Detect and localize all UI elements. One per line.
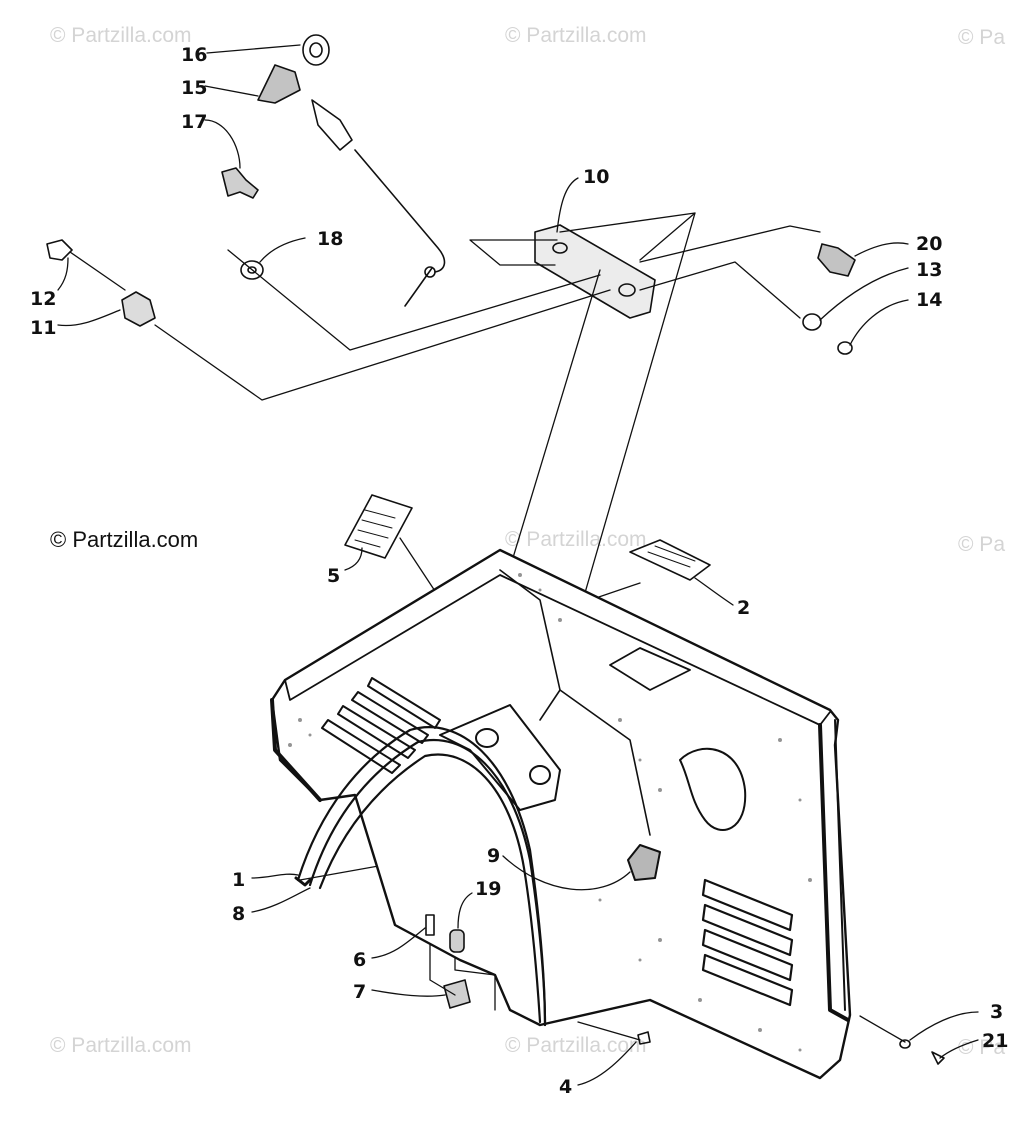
callout-16: 16 [181,44,207,66]
callout-1: 1 [232,869,245,891]
watermark-bottom-left: © Partzilla.com [50,1034,192,1057]
watermark-bottom-center: © Partzilla.com [505,1034,647,1057]
throttle-cable-assembly [221,34,446,307]
callout-17: 17 [181,111,207,133]
callout-4: 4 [559,1076,572,1098]
nut-19 [449,929,465,953]
watermark-middle-right: © Pa [958,533,1005,556]
knob-11 [121,291,156,327]
watermark-bottom-right: © Pa [958,1036,1005,1059]
callout-10: 10 [583,166,609,188]
trim-strips [294,726,547,1027]
washer-3 [899,1039,911,1049]
watermark-top-right: © Pa [958,26,1005,49]
callout-6: 6 [353,949,366,971]
screw-4 [637,1031,651,1045]
lever-15 [257,64,301,104]
shading [288,573,812,1052]
callout-20: 20 [916,233,942,255]
nut-14 [837,341,853,355]
screw-21 [931,1051,945,1065]
watermark-top-left: © Partzilla.com [50,24,192,47]
callout-21: 21 [982,1030,1008,1052]
console-shroud [270,548,852,1080]
callout-11: 11 [30,317,56,339]
callout-8: 8 [232,903,245,925]
callout-5: 5 [327,565,340,587]
callout-labels: 16 15 17 10 18 12 11 20 13 14 5 2 1 8 9 … [30,44,1008,1098]
callout-9: 9 [487,845,500,867]
watermark-middle-left: © Partzilla.com [50,527,199,552]
washer-18 [240,260,264,280]
washer-13 [802,313,822,331]
callout-2: 2 [737,597,750,619]
grommet-9 [627,844,661,881]
callout-12: 12 [30,288,56,310]
cap-12 [46,239,73,261]
callout-15: 15 [181,77,207,99]
switch-20 [817,243,856,277]
watermark-top-center: © Partzilla.com [505,24,647,47]
nut-16 [302,34,330,66]
clip-17 [221,167,259,199]
knob-assembly [46,239,156,327]
screw-6 [425,914,435,936]
decal-5 [344,494,413,559]
callout-18: 18 [317,228,343,250]
callout-3: 3 [990,1001,1003,1023]
bottom-hardware [425,914,945,1065]
clip-7 [443,979,471,1009]
bracket-10 [534,224,656,319]
watermark-middle-center: © Partzilla.com [505,528,647,551]
callout-13: 13 [916,259,942,281]
decals [344,494,711,581]
callout-19: 19 [475,878,501,900]
decal-2 [629,539,711,581]
callout-7: 7 [353,981,366,1003]
switch-assembly [802,243,856,355]
callout-leaders [57,44,979,1086]
callout-14: 14 [916,289,942,311]
